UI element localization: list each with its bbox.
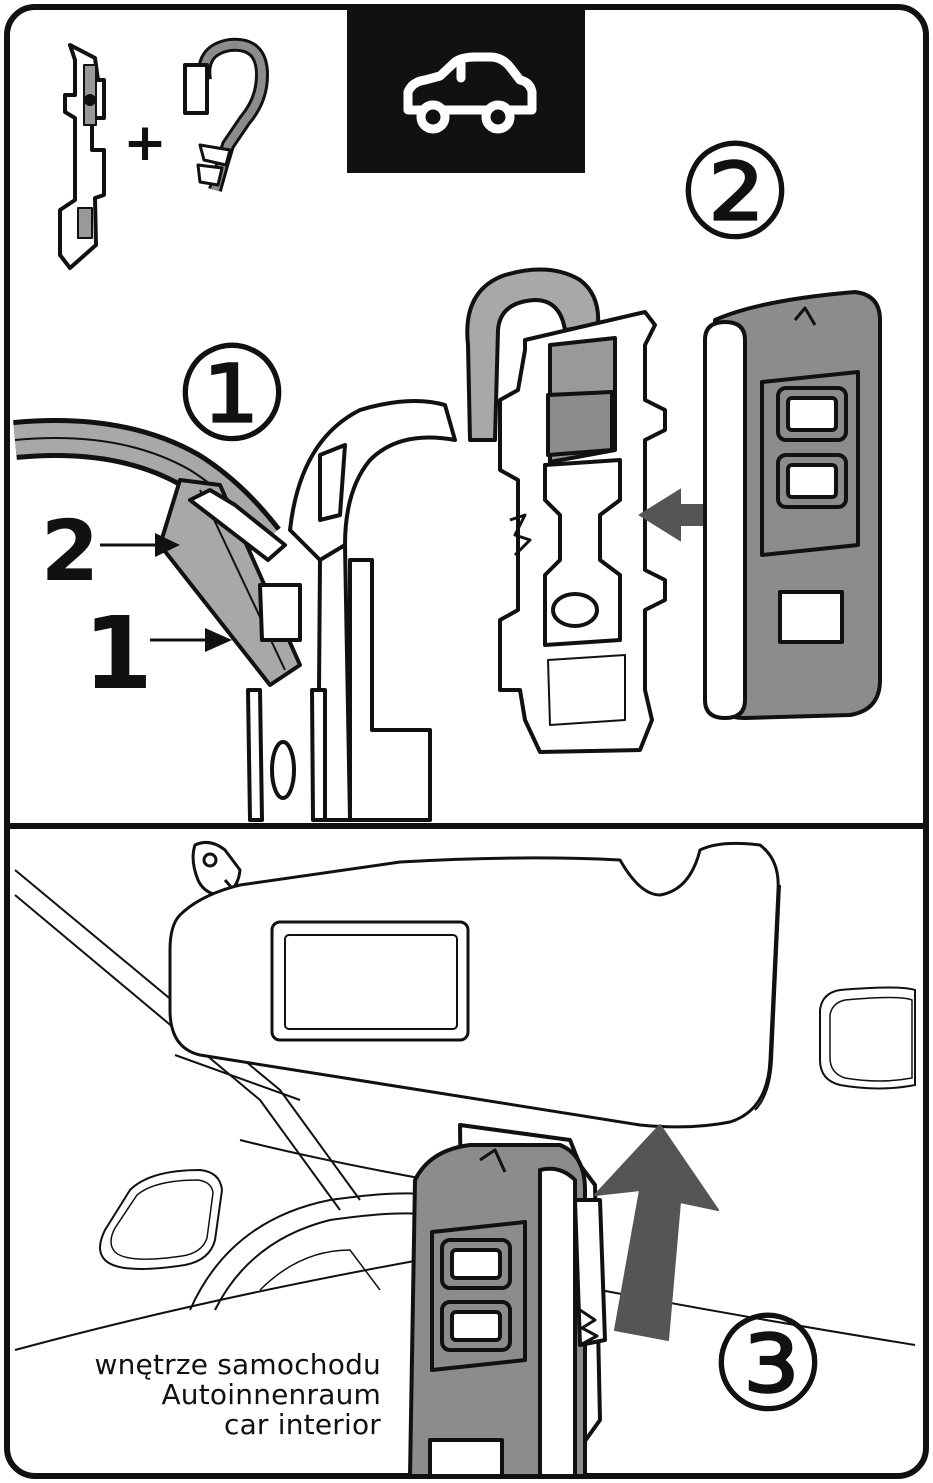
step-2-marker: ② xyxy=(676,116,794,270)
remote-holder-illustration xyxy=(500,312,665,752)
plus-sign: + xyxy=(123,113,167,173)
callout-2-label: 2 xyxy=(41,502,99,600)
insert-arrow-left xyxy=(640,490,705,540)
step-3-marker: ③ xyxy=(709,1288,827,1442)
clip-arm-illustration xyxy=(160,480,300,685)
callout-1-arrow xyxy=(150,628,232,652)
caption-block: wnętrze samochodu Autoinnenraum car inte… xyxy=(94,1350,381,1440)
caption-english: car interior xyxy=(94,1410,381,1440)
clip-part-icon xyxy=(60,45,104,268)
sun-visor-illustration xyxy=(170,842,780,1127)
hook-part-icon xyxy=(185,45,262,190)
caption-polish: wnętrze samochodu xyxy=(94,1350,381,1380)
callout-1-label: 1 xyxy=(83,595,153,712)
remote-on-visor-illustration xyxy=(410,1125,605,1476)
car-header-box xyxy=(347,10,585,173)
remote-control-illustration xyxy=(705,292,880,718)
caption-german: Autoinnenraum xyxy=(94,1380,381,1410)
